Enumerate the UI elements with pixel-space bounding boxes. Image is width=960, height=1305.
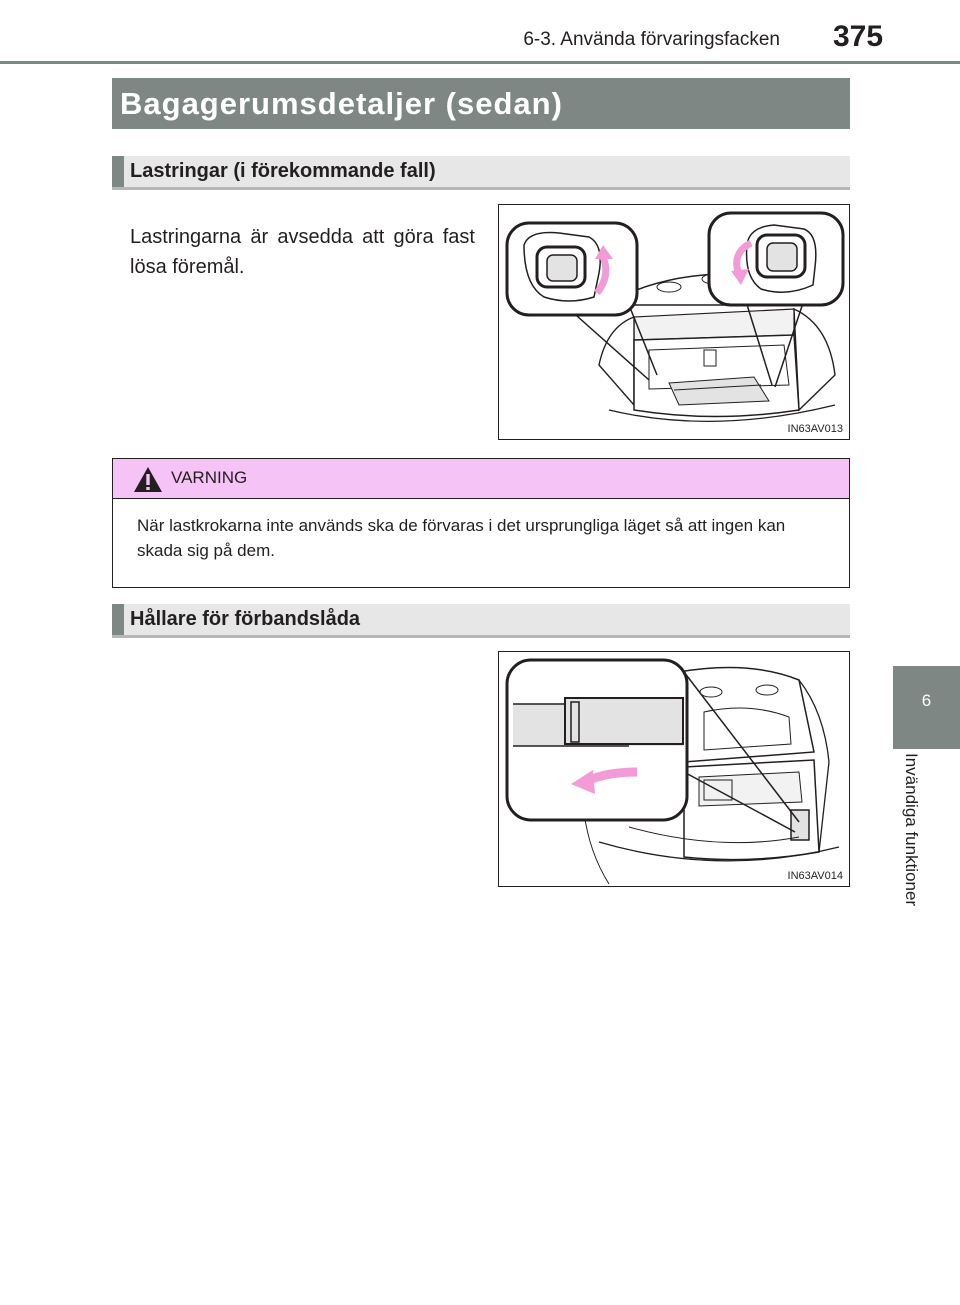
section-heading-cargo-rings: Lastringar (i förekommande fall) xyxy=(112,156,850,190)
cargo-rings-illustration: IN63AV013 xyxy=(498,204,850,440)
section-body-text: Lastringarna är avsedda att göra fast lö… xyxy=(130,226,475,278)
chapter-tab-number: 6 xyxy=(893,666,960,749)
heading-accent-bar xyxy=(112,156,124,187)
section-heading-first-aid-holder: Hållare för förbandslåda xyxy=(112,604,850,638)
section-heading-text: Hållare för förbandslåda xyxy=(130,608,361,630)
section-heading-text: Lastringar (i förekommande fall) xyxy=(130,160,436,182)
warning-text: När lastkrokarna inte används ska de för… xyxy=(137,516,786,560)
warning-title: VARNING xyxy=(171,468,248,487)
chapter-tab: Invändiga funktioner xyxy=(893,753,960,953)
running-header-section: 6-3. Använda förvaringsfacken xyxy=(523,29,780,50)
cargo-rings-drawing xyxy=(505,211,845,422)
header-rule xyxy=(0,61,960,64)
warning-box: VARNING När lastkrokarna inte används sk… xyxy=(112,458,850,588)
figure-code: IN63AV013 xyxy=(787,423,843,435)
figure-code: IN63AV014 xyxy=(787,870,843,882)
warning-header: VARNING xyxy=(113,459,849,499)
warning-triangle-icon xyxy=(134,467,162,492)
first-aid-holder-drawing xyxy=(505,658,840,885)
page-number: 375 xyxy=(833,20,884,53)
first-aid-holder-illustration: IN63AV014 xyxy=(498,651,850,887)
page-title: Bagagerumsdetaljer (sedan) xyxy=(112,78,850,129)
heading-accent-bar xyxy=(112,604,124,635)
chapter-tab-title: Invändiga funktioner xyxy=(902,753,921,907)
